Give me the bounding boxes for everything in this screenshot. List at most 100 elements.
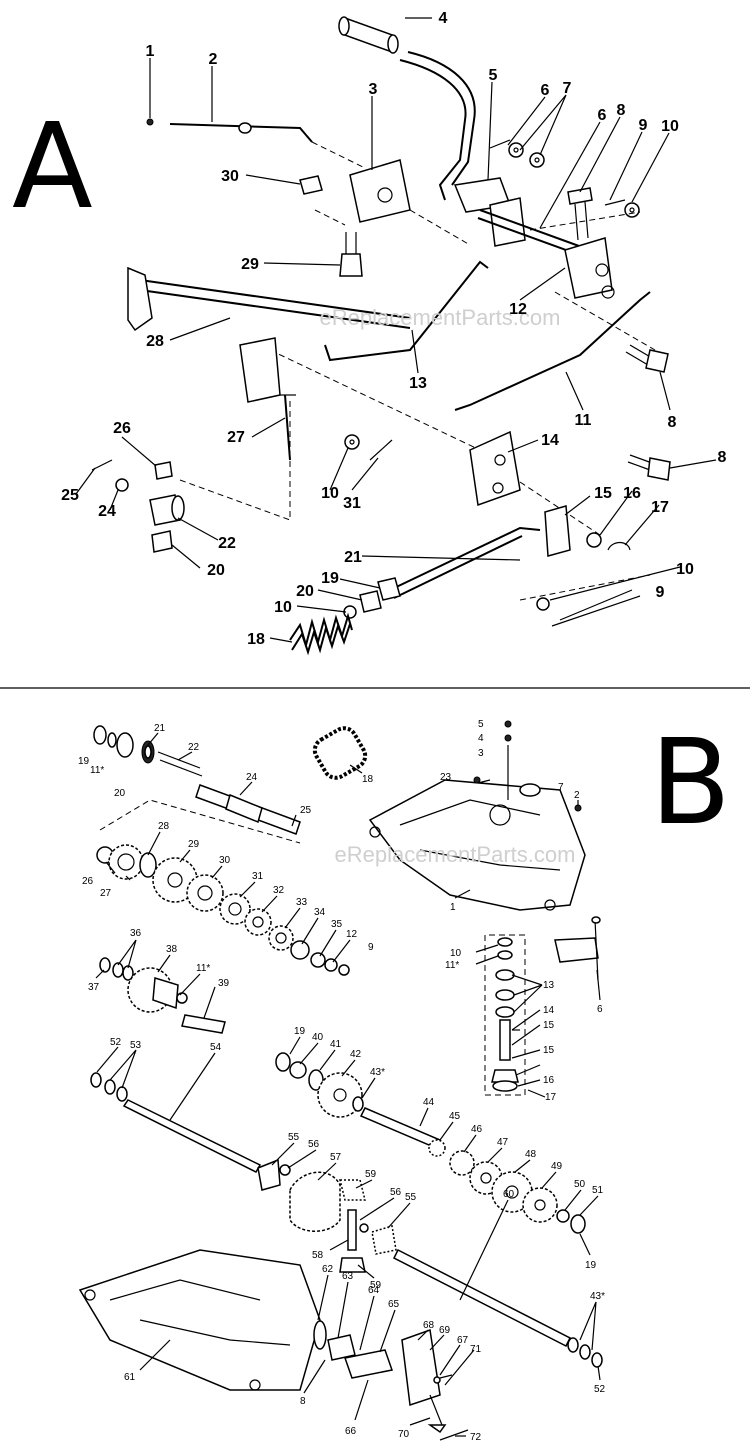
callout-a21: 21 [344,549,362,566]
section-a-letter: A [12,97,93,235]
shaft-54 [90,1072,262,1173]
washer-16 [586,532,602,548]
callout-a30: 30 [221,168,239,185]
callout-b51a: 51 [592,1185,604,1196]
callout-b20: 20 [114,788,126,799]
axle-60 [392,1248,572,1348]
callout-b28: 28 [158,821,170,832]
callout-b41: 41 [330,1039,342,1050]
callout-b55a: 55 [288,1132,300,1143]
callout-a10c: 10 [676,561,694,578]
callout-b57: 57 [330,1152,342,1163]
nut-30 [299,175,323,195]
cotter-pin-31 [369,439,393,461]
chain-18 [312,726,368,780]
callout-b38: 38 [166,944,178,955]
gear-row-upper [96,799,350,976]
watermark-a: eReplacementParts.com [320,305,561,330]
callout-b64: 64 [368,1285,380,1296]
washer-10a [624,202,640,218]
callout-b31: 31 [252,871,264,882]
callout-a14: 14 [541,432,559,449]
callout-b42: 42 [350,1049,362,1060]
callout-b43a: 43* [370,1067,385,1078]
axle-washers-right [567,1337,603,1368]
callout-a25: 25 [61,487,79,504]
callout-b48: 48 [525,1149,537,1160]
callout-b2: 2 [574,790,580,801]
callout-b71: 71 [470,1344,482,1355]
callout-b24: 24 [246,772,258,783]
callout-b23: 23 [440,772,452,783]
shift-stack [484,934,526,1096]
callout-a2: 2 [209,51,218,68]
gear-cluster-38 [99,957,226,1034]
bearing-group-top [93,725,155,764]
callout-b22: 22 [188,742,200,753]
callout-b49: 49 [551,1161,563,1172]
callout-a4: 4 [439,10,448,27]
callout-a10b: 10 [321,485,339,502]
housing-lower [78,1249,321,1391]
callout-b35: 35 [331,919,343,930]
section-b: B [78,713,731,1443]
pins-22 [157,751,203,777]
callout-b70: 70 [398,1429,410,1440]
callout-b46: 46 [471,1124,483,1135]
callout-b39: 39 [218,978,230,989]
callout-a20a: 20 [207,562,225,579]
differential [257,1158,397,1273]
callout-a22: 22 [218,535,236,552]
spring-18 [289,612,353,656]
callout-a15: 15 [594,485,612,502]
callout-b72: 72 [470,1432,482,1443]
callout-b6: 6 [597,1004,603,1015]
callout-b45: 45 [449,1111,461,1122]
callout-a13: 13 [409,375,427,392]
callout-b53: 53 [130,1040,142,1051]
callout-b18: 18 [362,774,374,785]
callout-b11a: 11* [90,765,104,776]
clip-17 [607,541,631,551]
callout-b63: 63 [342,1271,354,1282]
shift-parts-lower [313,1320,469,1441]
callout-b50: 50 [574,1179,586,1190]
washer-10d [536,597,550,611]
callout-b40: 40 [312,1032,324,1043]
shift-lever-rod [399,59,467,201]
callout-b21: 21 [154,723,166,734]
callout-a10d: 10 [274,599,292,616]
callout-b17: 17 [545,1092,557,1103]
callout-a6b: 6 [598,107,607,124]
link-rod-11 [454,291,651,411]
bolt-8-top [567,187,593,241]
link-rod-13 [324,260,489,362]
bracket-15 [544,505,571,557]
callout-b7: 7 [558,782,564,793]
callout-a27: 27 [227,429,245,446]
cotter-pin-9b [551,595,641,627]
callout-b15b: 15 [543,1045,555,1056]
bracket-14 [469,430,521,507]
callout-a20b: 20 [296,583,314,600]
callout-b1: 1 [450,902,456,913]
housing-top [368,779,586,911]
callout-b10: 10 [450,948,462,959]
cross-shaft-28 [139,279,411,319]
bolt-27 [284,394,291,461]
callout-a18: 18 [247,631,265,648]
callout-a11: 11 [575,412,592,429]
callout-b67: 67 [457,1335,469,1346]
cotter-pin-9a [604,199,626,206]
callout-b37: 37 [88,982,100,993]
callout-b66: 66 [345,1426,357,1437]
bolt-stack-3-5 [504,720,512,800]
callout-b43b: 43* [590,1291,605,1302]
washer-24 [115,478,129,492]
bolt-29 [339,232,363,277]
callout-b44: 44 [423,1097,435,1108]
callout-b68: 68 [423,1320,435,1331]
leaders-a [75,17,717,643]
washer-10b [344,434,360,450]
